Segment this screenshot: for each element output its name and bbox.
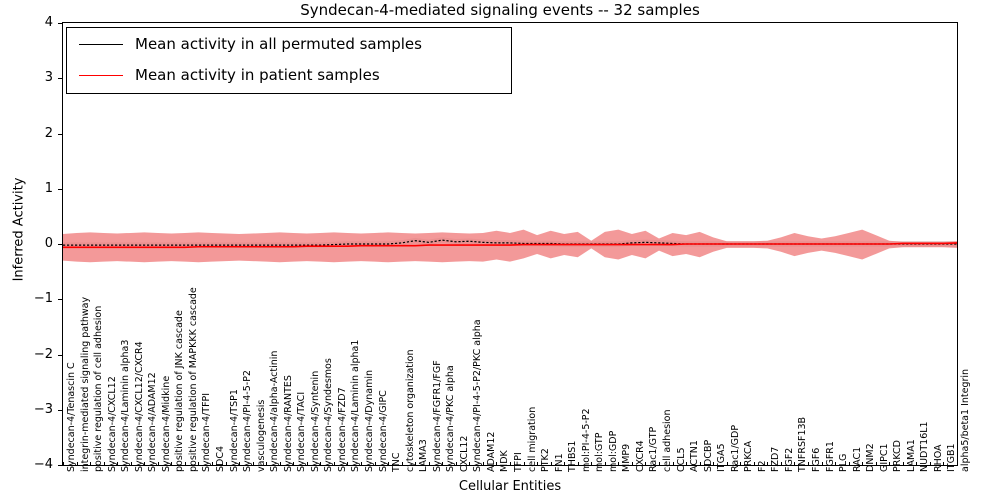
y-tick-label: 4 xyxy=(44,15,53,30)
y-tick-mark xyxy=(58,188,62,190)
y-tick-label: −2 xyxy=(33,346,53,362)
y-tick-mark xyxy=(58,133,62,135)
patient-band-path xyxy=(63,229,957,263)
y-tick-mark xyxy=(58,409,62,411)
legend-item-permuted: Mean activity in all permuted samples xyxy=(67,30,511,60)
legend-swatch-permuted xyxy=(79,44,123,45)
y-tick-label: −3 xyxy=(33,401,53,417)
y-tick-mark xyxy=(58,354,62,356)
y-tick-label: −1 xyxy=(33,291,53,307)
legend-swatch-patient xyxy=(79,75,123,76)
y-tick-label: 3 xyxy=(44,70,53,86)
y-tick-label: 2 xyxy=(44,125,53,141)
legend-item-patient: Mean activity in patient samples xyxy=(67,61,511,91)
plot-svg xyxy=(63,229,957,263)
y-tick-label: 1 xyxy=(44,180,53,196)
y-tick-label: −4 xyxy=(33,457,53,472)
y-axis-ticks: −4 −3 −2 −1 0 1 2 3 4 xyxy=(0,0,62,500)
chart-title: Syndecan-4-mediated signaling events -- … xyxy=(300,1,700,19)
x-axis-label: Cellular Entities xyxy=(458,479,562,494)
y-tick-mark xyxy=(58,465,62,466)
patient-line-path xyxy=(63,242,957,249)
y-tick-mark xyxy=(58,78,62,80)
y-tick-label: 0 xyxy=(44,236,53,251)
y-axis-label: Inferred Activity xyxy=(11,177,27,282)
patient-band-area xyxy=(63,229,957,263)
y-tick-mark xyxy=(58,244,62,245)
legend-label-patient: Mean activity in patient samples xyxy=(135,66,380,84)
patient-mean-line xyxy=(63,242,957,249)
y-tick-mark xyxy=(58,299,62,301)
chart-legend: Mean activity in all permuted samples Me… xyxy=(66,27,512,94)
y-tick-mark xyxy=(58,23,62,24)
legend-label-permuted: Mean activity in all permuted samples xyxy=(135,35,422,53)
